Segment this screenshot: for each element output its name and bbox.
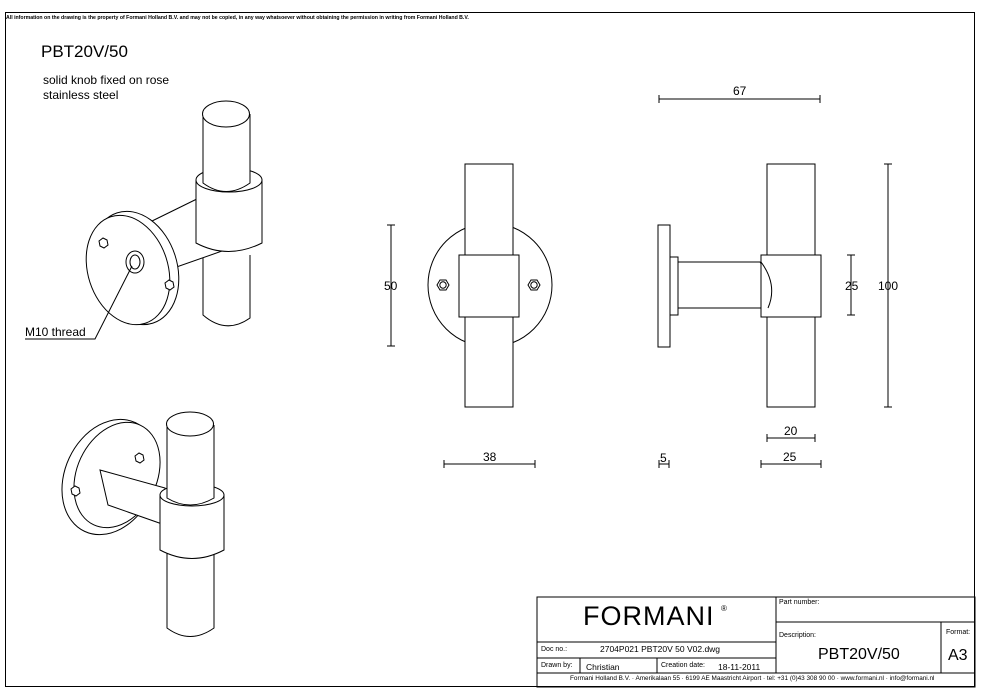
isometric-view-1 [25,100,263,340]
creation-date-value: 18-11-2011 [718,662,761,672]
company-footer: Formani Holland B.V. · Amerikalaan 55 · … [570,675,935,682]
part-number-heading: PBT20V/50 [41,42,128,61]
dim-knob-diameter-top: 20 [784,424,798,438]
dim-collar-height: 25 [845,279,859,293]
drawn-by-value: Christian [586,662,620,672]
title-block-grid [536,596,976,688]
registered-mark: ® [721,604,727,613]
drawing-frame [5,12,975,687]
description-line-1: solid knob fixed on rose [43,73,170,87]
side-view [657,95,892,468]
front-view [387,163,553,468]
description-value: PBT20V/50 [818,646,900,663]
dim-knob-diameter-bottom: 25 [783,450,797,464]
creation-date-label: Creation date: [661,662,705,669]
description-label: Description: [779,632,816,639]
description-line-2: stainless steel [43,88,119,102]
dim-overall-width: 67 [733,84,747,98]
drawn-by-label: Drawn by: [541,662,573,669]
dim-rose-thickness: 5 [660,451,667,465]
isometric-view-2 [61,411,225,637]
format-label: Format: [946,629,971,636]
part-number-label: Part number: [779,599,820,606]
disclaimer-text: All information on the drawing is the pr… [6,15,469,21]
doc-no-value: 2704P021 PBT20V 50 V02.dwg [600,644,721,654]
dim-knob-length: 100 [878,279,899,293]
dim-rose-height: 50 [384,279,398,293]
format-value: A3 [948,647,968,664]
dim-rose-width: 38 [483,450,497,464]
doc-no-label: Doc no.: [541,646,568,653]
thread-callout: M10 thread [25,325,86,339]
formani-logo: FORMANI [583,601,715,631]
